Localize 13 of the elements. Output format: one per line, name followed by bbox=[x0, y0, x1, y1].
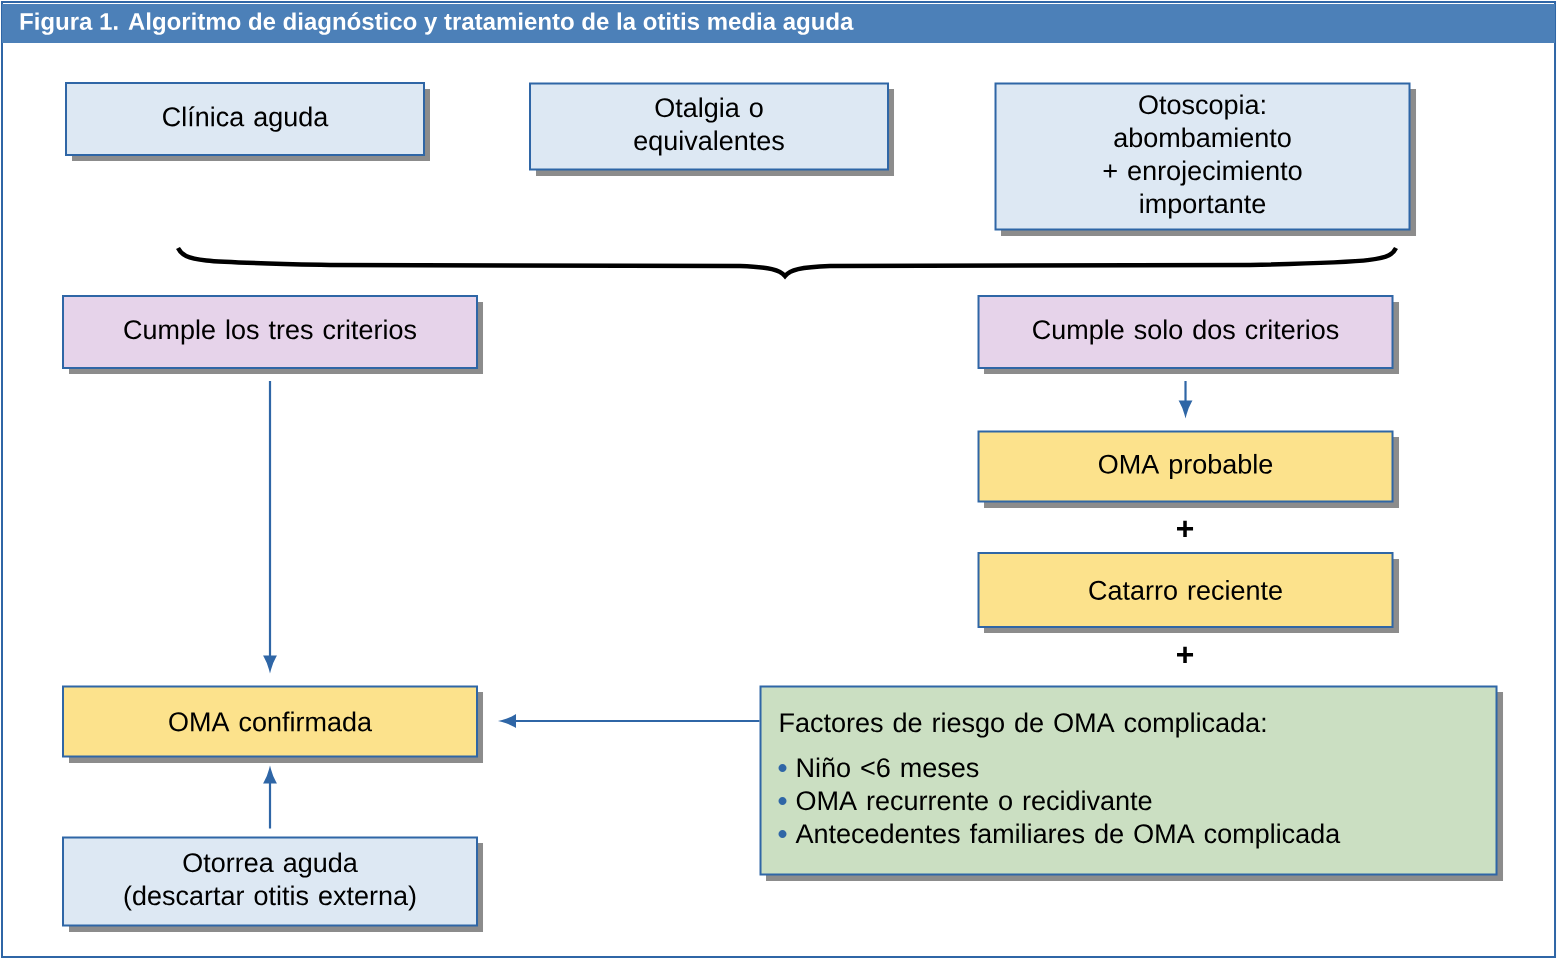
criteria-box: Cumple solo dos criterios bbox=[977, 295, 1399, 374]
title-bar: Figura 1. Algoritmo de diagnóstico y tratamiento de la otitis media aguda bbox=[2, 4, 1555, 43]
criterion-box: Otorrea aguda (descartar otitis externa) bbox=[62, 836, 483, 932]
criterion-box: Otoscopia: abombamiento + enrojecimiento importante bbox=[994, 82, 1416, 236]
diagnosis-box: Catarro reciente bbox=[977, 552, 1399, 633]
risk-factors-box: Factores de riesgo de OMA complicada: Niño <6 meses OMA recurrente o recidivante Antecedentes familiares de OMA complicada bbox=[759, 685, 1503, 881]
diagnosis-box: OMA confirmada bbox=[62, 685, 483, 763]
criterion-box: Clínica aguda bbox=[65, 82, 430, 161]
diagnosis-box: OMA probable bbox=[977, 430, 1399, 508]
criteria-box: Cumple los tres criterios bbox=[62, 295, 483, 374]
plus-sign: + bbox=[1177, 646, 1194, 663]
criterion-box: Otalgia o equivalentes bbox=[529, 82, 894, 176]
plus-sign: + bbox=[1177, 520, 1194, 537]
